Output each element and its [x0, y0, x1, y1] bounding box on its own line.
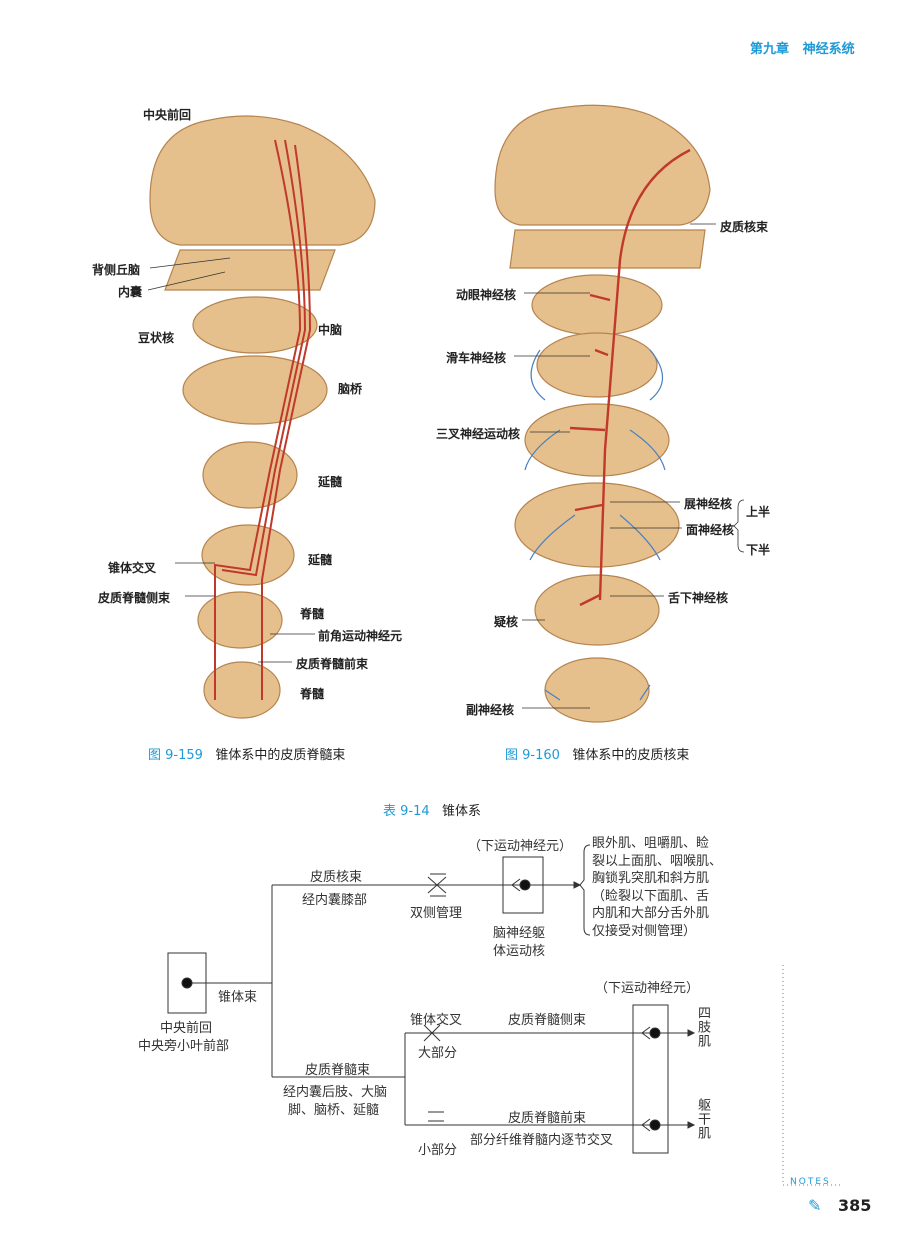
trunk-muscles-label: 躯干肌: [695, 1098, 710, 1140]
label-midbrain: 中脑: [318, 323, 343, 337]
label-lentiform-nucleus: 豆状核: [138, 331, 175, 345]
figure-right-illustration: [494, 104, 711, 723]
pencil-icon: ✎: [808, 1196, 822, 1215]
figure-number: 图 9-160: [505, 748, 560, 763]
label-upper-half: 上半: [746, 505, 771, 519]
target-line: 裂以上面肌、咽喉肌、: [592, 853, 723, 869]
minor-part-label: 小部分: [418, 1143, 458, 1158]
label-anterior-corticospinal-tract: 皮质脊髓前束: [296, 657, 369, 671]
chapter-title: 神经系统: [802, 42, 855, 57]
label-hypoglossal-nucleus: 舌下神经核: [668, 591, 729, 605]
chapter-number: 第九章: [750, 42, 790, 57]
anterior-tract-note: 部分纤维脊髓内逐节交叉: [470, 1133, 614, 1148]
corticonuclear-targets: 眼外肌、咀嚼肌、睑 裂以上面肌、咽喉肌、 胸锁乳突肌和斜方肌 （睑裂以下面肌、舌…: [592, 835, 722, 940]
corticonuclear-tract-lines: [569, 148, 691, 607]
label-nucleus-ambiguus: 疑核: [494, 615, 519, 629]
anterior-tract-label: 皮质脊髓前束: [508, 1111, 587, 1126]
target-line: 眼外肌、咀嚼肌、睑: [592, 836, 710, 851]
pyramidal-tract-label: 锥体束: [218, 990, 258, 1005]
figure-number: 图 9-159: [148, 748, 203, 763]
label-dorsal-thalamus: 背侧丘脑: [92, 263, 141, 277]
cranial-nerve-lines: [524, 349, 666, 701]
label-oculomotor-nucleus: 动眼神经核: [456, 288, 517, 302]
label-lateral-corticospinal-tract: 皮质脊髓侧束: [98, 591, 171, 605]
label-corticonuclear-tract: 皮质核束: [720, 220, 769, 234]
label-facial-nucleus: 面神经核: [686, 523, 735, 537]
label-anterior-horn-motor-neuron: 前角运动神经元: [318, 629, 403, 643]
target-line: （睑裂以下面肌、舌: [592, 888, 710, 904]
nucleus-label-1: 脑神经躯: [493, 926, 546, 941]
corticospinal-route-2: 脚、脑桥、延髓: [288, 1103, 380, 1118]
major-part-label: 大部分: [418, 1046, 458, 1061]
label-pons: 脑桥: [338, 382, 363, 396]
corticonuclear-route: 经内囊膝部: [302, 893, 368, 908]
target-line: 胸锁乳突肌和斜方肌: [592, 871, 710, 886]
label-spinal-cord-upper: 脊髓: [300, 607, 325, 621]
limb-muscles-label: 四肢肌: [695, 1006, 710, 1048]
nucleus-label-2: 体运动核: [493, 944, 546, 959]
label-pyramidal-decussation: 锥体交叉: [108, 561, 157, 575]
figure-caption-text: 锥体系中的皮质核束: [572, 748, 690, 763]
label-abducens-nucleus: 展神经核: [684, 497, 733, 511]
pyramidal-system-schematic: [167, 844, 696, 1154]
table-number: 表 9-14: [383, 804, 430, 819]
decussation-label: 锥体交叉: [410, 1013, 463, 1028]
label-medulla-lower: 延髓: [308, 553, 333, 567]
page-number: 385: [838, 1196, 872, 1215]
label-lower-half: 下半: [746, 543, 771, 557]
label-trochlear-nucleus: 滑车神经核: [446, 351, 507, 365]
figure-caption-text: 锥体系中的皮质脊髓束: [215, 748, 346, 763]
target-line: 内肌和大部分舌外肌: [592, 906, 710, 921]
label-internal-capsule: 内囊: [118, 285, 143, 299]
figure-right-caption: 图 9-160 锥体系中的皮质核束: [505, 744, 689, 763]
corticospinal-tract-lines: [214, 139, 312, 700]
table-caption: 表 9-14 锥体系: [383, 800, 481, 819]
corticospinal-route-1: 经内囊后肢、大脑: [283, 1085, 388, 1100]
label-trigeminal-motor-nucleus: 三叉神经运动核: [436, 427, 521, 441]
corticonuclear-label: 皮质核束: [310, 870, 363, 885]
label-precentral-gyrus: 中央前回: [143, 108, 192, 122]
corticospinal-label: 皮质脊髓束: [305, 1063, 371, 1078]
notes-label: NOTES: [790, 1177, 831, 1187]
origin-label-2: 中央旁小叶前部: [138, 1039, 230, 1054]
lower-motor-neuron-label-2: （下运动神经元）: [595, 981, 700, 996]
chapter-header: 第九章 神经系统: [750, 38, 855, 57]
origin-label-1: 中央前回: [160, 1021, 213, 1036]
bilateral-control-label: 双侧管理: [410, 906, 463, 921]
table-title: 锥体系: [442, 804, 482, 819]
lower-motor-neuron-label: （下运动神经元）: [468, 839, 573, 854]
label-spinal-cord-lower: 脊髓: [300, 687, 325, 701]
label-medulla-upper: 延髓: [318, 475, 343, 489]
target-line: 仅接受对侧管理）: [592, 923, 697, 939]
figure-left-caption: 图 9-159 锥体系中的皮质脊髓束: [148, 744, 345, 763]
lateral-tract-label: 皮质脊髓侧束: [508, 1013, 587, 1028]
label-accessory-nucleus: 副神经核: [466, 703, 515, 717]
